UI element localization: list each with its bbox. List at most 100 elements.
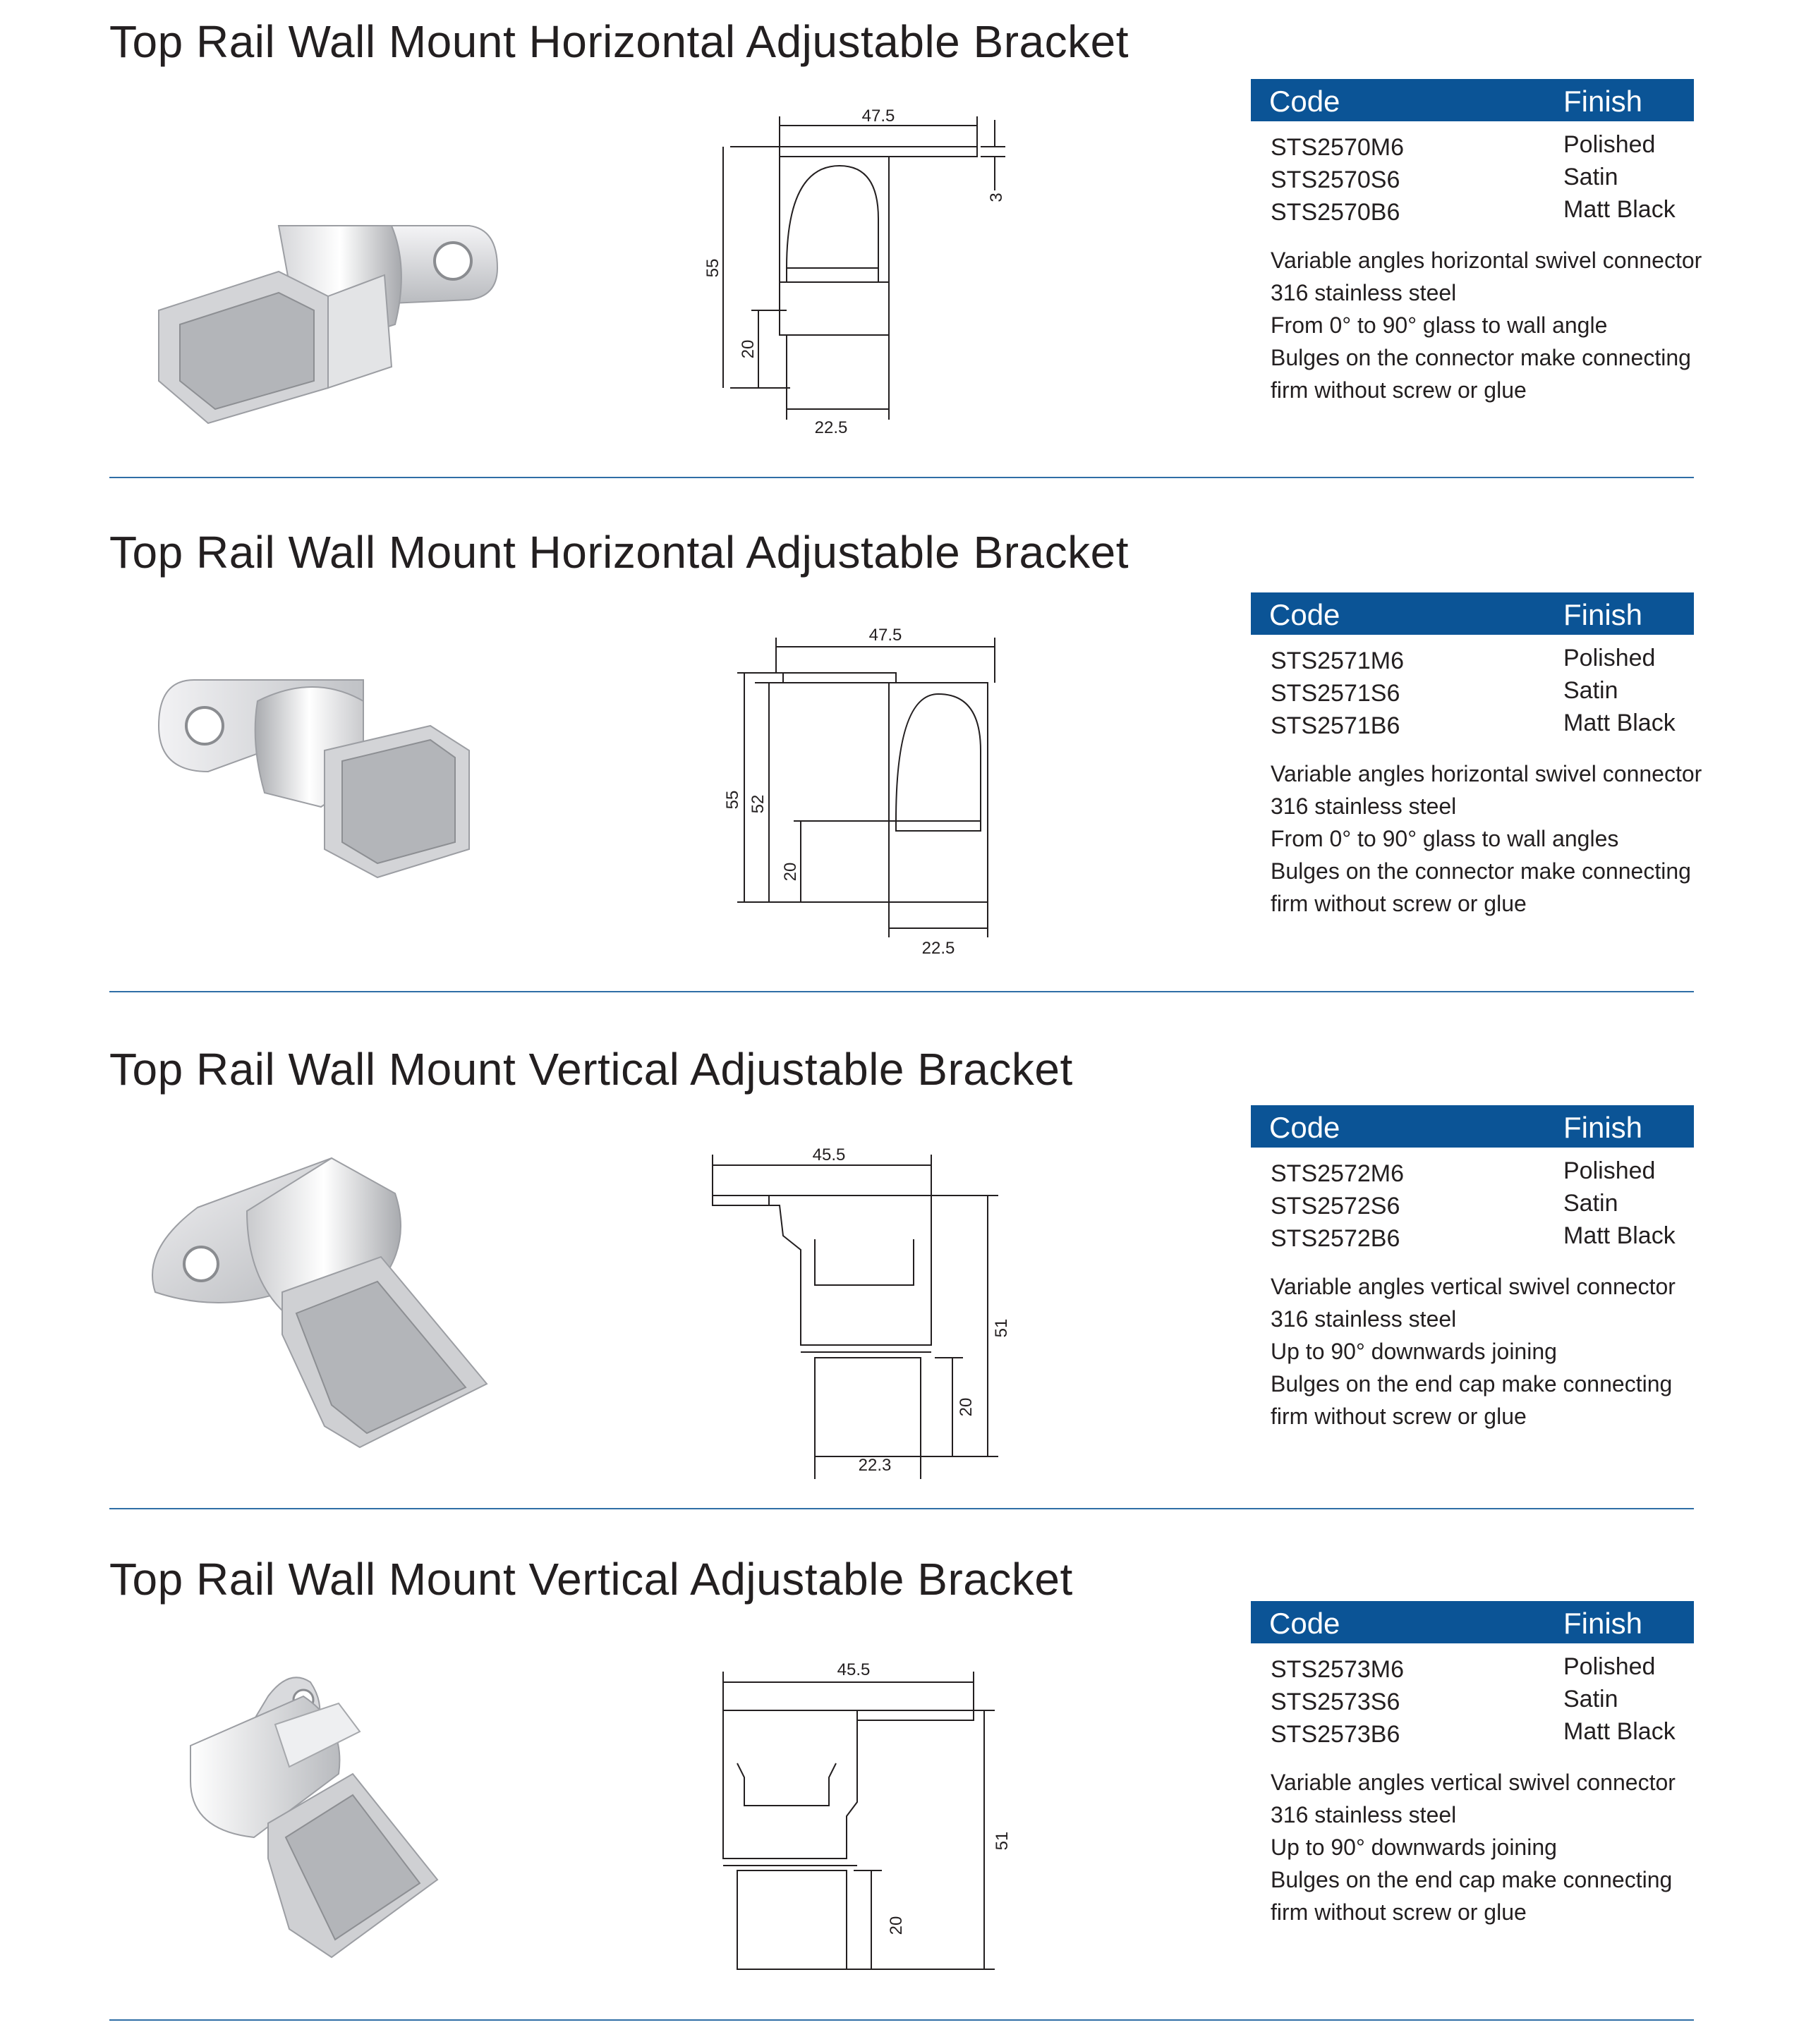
dim-width-top: 45.5 [813, 1145, 846, 1164]
finish-header: Finish [1563, 1607, 1643, 1640]
product-finish: Matt Black [1563, 710, 1676, 736]
product-description: Variable angles vertical swivel connecto… [1251, 1766, 1694, 1928]
section-title: Top Rail Wall Mount Horizontal Adjustabl… [109, 16, 1129, 67]
description-line: 316 stainless steel [1271, 1802, 1457, 1827]
description-line: firm without screw or glue [1271, 377, 1527, 403]
section-title: Top Rail Wall Mount Vertical Adjustable … [109, 1554, 1073, 1605]
description-line: 316 stainless steel [1271, 793, 1457, 819]
code-header: Code [1269, 598, 1340, 631]
section-title: Top Rail Wall Mount Horizontal Adjustabl… [109, 527, 1129, 578]
spec-row: STS2573B6 Matt Black [1251, 1718, 1694, 1751]
product-photo [157, 679, 470, 879]
spec-header: Code Finish [1251, 79, 1694, 121]
description-line: Up to 90° downwards joining [1271, 1835, 1557, 1860]
product-code: STS2573S6 [1271, 1689, 1400, 1715]
product-finish: Satin [1563, 1686, 1618, 1713]
description-line: 316 stainless steel [1271, 1306, 1457, 1332]
dim-insert: 20 [739, 340, 758, 359]
spec-row: STS2571B6 Matt Black [1251, 710, 1694, 742]
spec-row: STS2573M6 Polished [1251, 1653, 1694, 1686]
spec-row: STS2570M6 Polished [1251, 131, 1694, 164]
product-code: STS2573M6 [1271, 1656, 1404, 1683]
dim-height: 55 [723, 791, 742, 810]
description-line: Variable angles horizontal swivel connec… [1271, 248, 1702, 273]
product-finish: Polished [1563, 1157, 1656, 1184]
section-divider [109, 1508, 1694, 1509]
description-line: Up to 90° downwards joining [1271, 1339, 1557, 1364]
section-title: Top Rail Wall Mount Vertical Adjustable … [109, 1044, 1073, 1095]
product-section-1: Top Rail Wall Mount Horizontal Adjustabl… [0, 0, 1799, 487]
spec-row: STS2572B6 Matt Black [1251, 1222, 1694, 1255]
product-section-2: Top Rail Wall Mount Horizontal Adjustabl… [0, 511, 1799, 1011]
product-finish: Matt Black [1563, 1222, 1676, 1249]
product-code: STS2572B6 [1271, 1225, 1400, 1252]
product-finish: Polished [1563, 645, 1656, 671]
product-code: STS2573B6 [1271, 1721, 1400, 1748]
product-finish: Satin [1563, 677, 1618, 704]
dim-width-top: 45.5 [837, 1660, 871, 1679]
product-code: STS2570B6 [1271, 199, 1400, 226]
code-header: Code [1269, 1111, 1340, 1144]
section-divider [109, 2019, 1694, 2021]
description-line: firm without screw or glue [1271, 891, 1527, 916]
spec-row: STS2573S6 Satin [1251, 1686, 1694, 1718]
finish-header: Finish [1563, 598, 1643, 631]
finish-header: Finish [1563, 85, 1643, 118]
description-line: From 0° to 90° glass to wall angles [1271, 826, 1619, 851]
product-finish: Matt Black [1563, 1718, 1676, 1745]
dim-width-bottom: 22.3 [859, 1456, 892, 1475]
dim-thickness: 3 [987, 193, 1006, 202]
description-line: firm without screw or glue [1271, 1404, 1527, 1429]
description-line: firm without screw or glue [1271, 1899, 1527, 1925]
dimension-drawing: 45.5 51 20 22.3 [712, 1145, 1011, 1479]
product-description: Variable angles horizontal swivel connec… [1251, 244, 1702, 406]
description-line: Bulges on the connector make connecting [1271, 345, 1691, 370]
dim-height-inner: 52 [749, 795, 768, 814]
description-line: Variable angles horizontal swivel connec… [1271, 761, 1702, 786]
spec-row: STS2571M6 Polished [1251, 645, 1694, 677]
product-finish: Polished [1563, 131, 1656, 158]
product-section-4: Top Rail Wall Mount Vertical Adjustable … [0, 1538, 1799, 2044]
dim-height: 51 [993, 1832, 1012, 1851]
product-code: STS2572S6 [1271, 1193, 1400, 1219]
product-description: Variable angles vertical swivel connecto… [1251, 1270, 1694, 1432]
product-finish: Satin [1563, 164, 1618, 190]
product-finish: Matt Black [1563, 196, 1676, 223]
product-code: STS2570S6 [1271, 166, 1400, 193]
spec-row: STS2572M6 Polished [1251, 1157, 1694, 1190]
code-header: Code [1269, 85, 1340, 118]
spec-header: Code Finish [1251, 1601, 1694, 1643]
spec-row: STS2570S6 Satin [1251, 164, 1694, 196]
spec-header: Code Finish [1251, 592, 1694, 635]
spec-row: STS2570B6 Matt Black [1251, 196, 1694, 229]
description-line: Variable angles vertical swivel connecto… [1271, 1770, 1676, 1795]
product-description: Variable angles horizontal swivel connec… [1251, 758, 1702, 920]
description-line: 316 stainless steel [1271, 280, 1457, 305]
section-divider [109, 991, 1694, 992]
code-header: Code [1269, 1607, 1340, 1640]
product-code: STS2571M6 [1271, 647, 1404, 674]
product-finish: Polished [1563, 1653, 1656, 1680]
dim-insert: 20 [957, 1398, 976, 1417]
dim-height: 55 [703, 259, 722, 278]
dim-width-bottom: 22.5 [815, 418, 848, 437]
product-code: STS2571B6 [1271, 712, 1400, 739]
dimension-drawing: 47.5 55 52 20 22.5 [723, 626, 995, 958]
product-code: STS2570M6 [1271, 134, 1404, 161]
dimension-drawing: 47.5 3 55 20 22.5 [703, 107, 1006, 437]
spec-row: STS2571S6 Satin [1251, 677, 1694, 710]
product-code: STS2571S6 [1271, 680, 1400, 707]
dim-width-bottom: 22.5 [922, 939, 955, 958]
dim-insert: 20 [781, 863, 800, 882]
product-photo [152, 1157, 488, 1449]
dim-height: 51 [992, 1319, 1011, 1338]
product-finish: Satin [1563, 1190, 1618, 1217]
dim-insert: 20 [887, 1916, 906, 1935]
dim-width-top: 47.5 [862, 107, 895, 126]
spec-row: STS2572S6 Satin [1251, 1190, 1694, 1222]
product-photo [158, 225, 499, 425]
product-code: STS2572M6 [1271, 1160, 1404, 1187]
